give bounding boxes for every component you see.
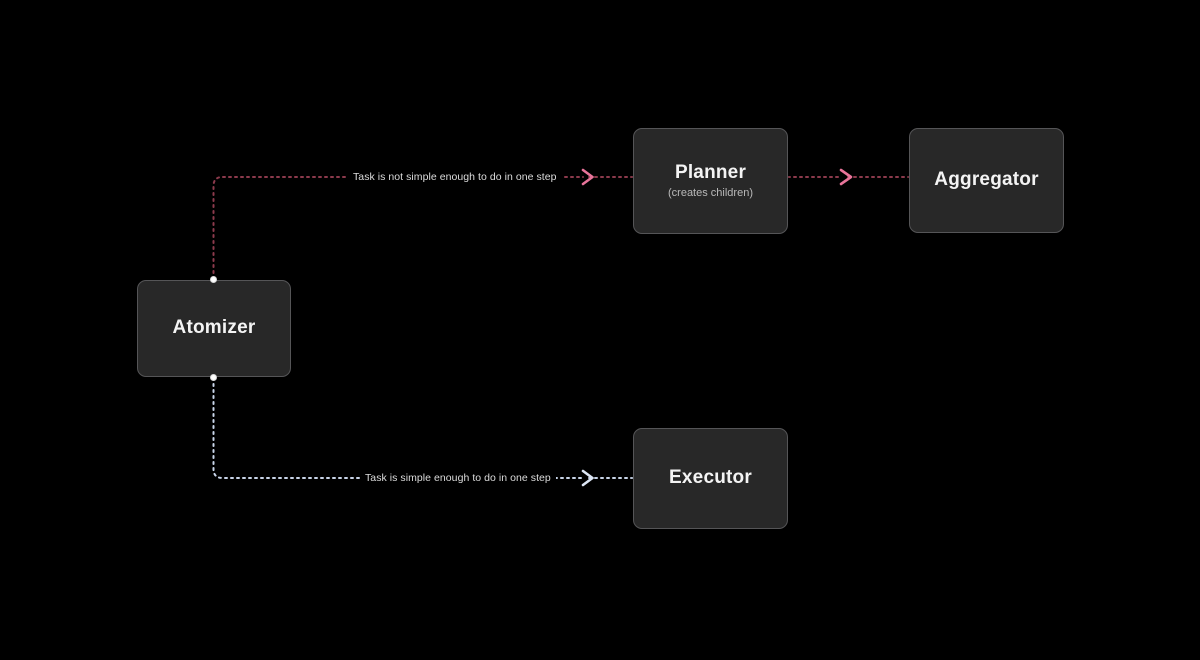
arrowhead-icon — [581, 469, 594, 487]
node-aggregator-title: Aggregator — [934, 169, 1039, 191]
arrowhead-icon — [839, 168, 853, 186]
edge-planner-to-aggregator — [787, 168, 910, 186]
handle-atomizer-bottom[interactable] — [210, 374, 217, 381]
node-planner-title: Planner — [674, 161, 747, 183]
edge-label-atomizer-to-executor: Task is simple enough to do in one step — [360, 471, 556, 485]
edge-atomizer-to-planner — [212, 168, 634, 280]
node-aggregator[interactable]: Aggregator — [909, 128, 1064, 233]
edge-atomizer-to-executor — [212, 377, 634, 487]
node-atomizer[interactable]: Atomizer — [137, 280, 291, 377]
node-planner-subtitle: (creates children) — [668, 187, 753, 200]
node-executor-title: Executor — [669, 467, 752, 489]
edge-label-atomizer-to-planner: Task is not simple enough to do in one s… — [348, 170, 562, 184]
node-executor[interactable]: Executor — [633, 428, 788, 529]
node-planner[interactable]: Planner (creates children) — [633, 128, 788, 234]
arrowhead-icon — [581, 168, 594, 186]
node-atomizer-title: Atomizer — [172, 317, 256, 339]
handle-atomizer-top[interactable] — [210, 276, 217, 283]
